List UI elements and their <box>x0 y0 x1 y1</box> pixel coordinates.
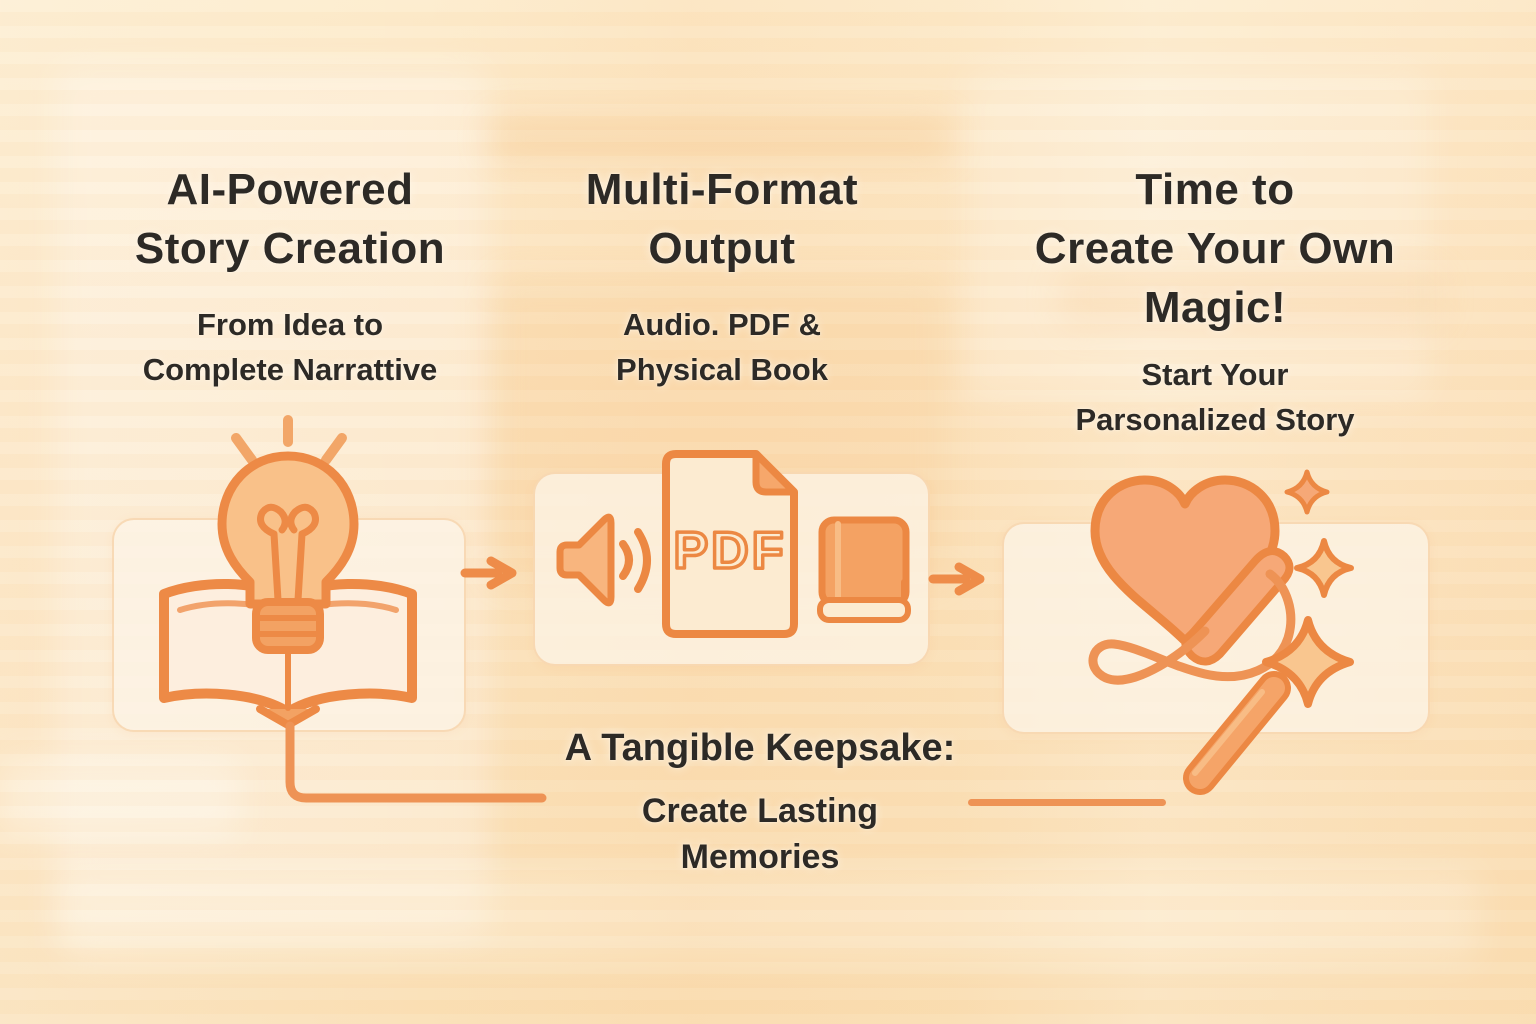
pdf-folded-corner <box>752 450 798 496</box>
magic-wand-icon <box>1183 616 1354 795</box>
footer-subtitle-line2: Memories <box>680 838 840 876</box>
column2-subtitle-line2: Physical Book <box>616 352 828 387</box>
background-streak-3 <box>0 758 240 838</box>
arrow-right-icon <box>460 556 517 590</box>
column3-title: Time to Create Your Own Magic! <box>1000 160 1430 337</box>
lightbulb-base <box>252 598 324 654</box>
footer-title: A Tangible Keepsake: <box>420 724 1100 772</box>
column3-subtitle: Start Your Parsonalized Story <box>1000 352 1430 442</box>
column2-title: Multi-Format Output <box>520 160 924 278</box>
book-pages <box>817 597 911 623</box>
column3-title-line2: Create Your Own <box>1034 224 1396 273</box>
footer-subtitle: Create Lasting Memories <box>470 788 1050 880</box>
column2-subtitle-line1: Audio. PDF & <box>622 307 822 342</box>
connector-line-left <box>285 721 547 803</box>
wand-star-icon <box>1262 616 1354 708</box>
lightbulb-rays-icon <box>231 415 347 465</box>
footer-title-text: A Tangible Keepsake: <box>564 727 956 769</box>
footer-subtitle-line1: Create Lasting <box>641 792 879 830</box>
sound-waves-icon <box>619 528 651 593</box>
lightbulb-open-book-icon <box>159 415 417 729</box>
speaker-icon <box>556 513 651 607</box>
column1-title: AI-Powered Story Creation <box>70 160 510 278</box>
column1-subtitle-line2: Complete Narrattive <box>142 352 438 387</box>
sparkle-icon <box>1284 469 1330 515</box>
connector-line-right <box>968 799 1166 806</box>
column3-title-line1: Time to <box>1135 165 1295 214</box>
column3-subtitle-line1: Start Your <box>1141 357 1289 392</box>
heart-ribbon-wand-icon <box>1088 469 1354 795</box>
background-streak-1 <box>490 118 950 160</box>
ribbon-flourish-icon <box>1088 569 1296 685</box>
column1-subtitle-line1: From Idea to <box>196 307 383 342</box>
column1-title-line2: Story Creation <box>134 224 446 273</box>
column1-subtitle: From Idea to Complete Narrattive <box>70 302 510 392</box>
lightbulb-filament <box>257 503 319 604</box>
column3-subtitle-line2: Parsonalized Story <box>1075 402 1355 437</box>
arrow-right-icon <box>928 562 985 596</box>
pdf-file-icon: PDF <box>662 450 798 638</box>
closed-book-icon <box>817 516 911 623</box>
column2-title-line1: Multi-Format <box>585 165 859 214</box>
column2-title-line2: Output <box>648 224 796 273</box>
pdf-label: PDF <box>674 522 787 580</box>
column2-subtitle: Audio. PDF & Physical Book <box>520 302 924 392</box>
column3-title-line3: Magic! <box>1143 283 1287 332</box>
background-band-bottom <box>60 868 1480 963</box>
column1-title-line1: AI-Powered <box>166 165 414 214</box>
sparkle-icon <box>1294 538 1354 598</box>
